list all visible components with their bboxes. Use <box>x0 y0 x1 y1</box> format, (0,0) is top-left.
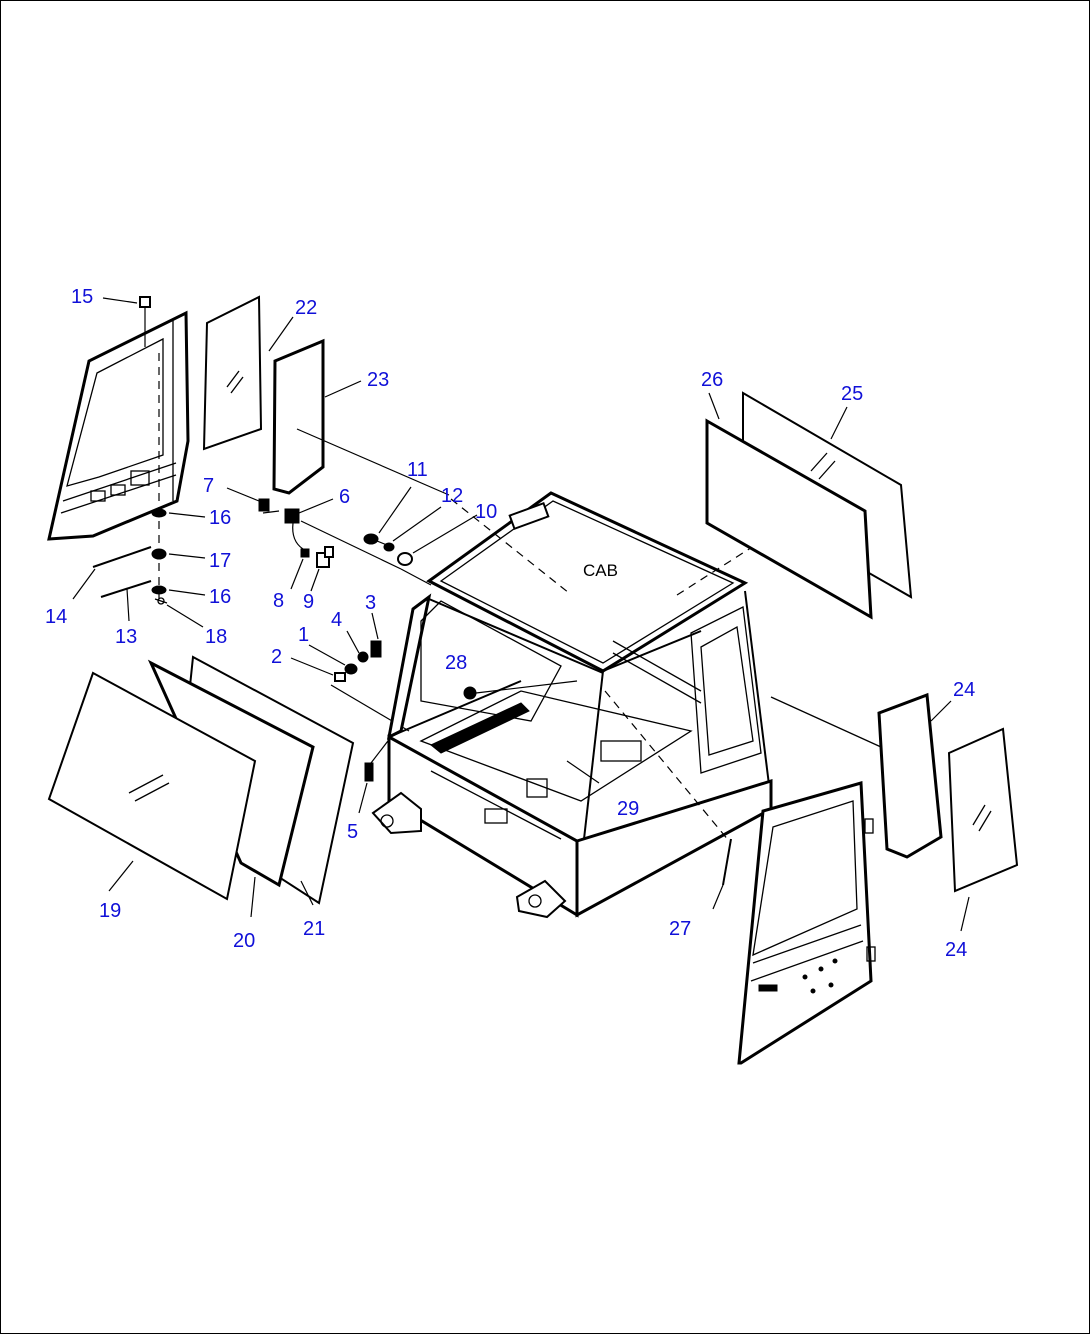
part-15-bolt <box>139 296 151 347</box>
part-12-washer <box>383 542 395 552</box>
part-9-bolt <box>316 546 334 568</box>
callout-5: 5 <box>347 821 358 843</box>
left-door <box>47 310 190 541</box>
part-26-glass <box>705 418 873 620</box>
part-2-clip <box>334 672 346 682</box>
right-door <box>737 781 876 1065</box>
leader-23 <box>268 316 294 352</box>
callout-21: 21 <box>303 918 325 940</box>
callout-26: 26 <box>701 369 723 391</box>
part-24-glass-upper <box>272 338 325 495</box>
callout-6: 6 <box>339 486 350 508</box>
callout-27: 27 <box>669 918 691 940</box>
callout-8: 8 <box>273 590 284 612</box>
part-18-clip <box>154 597 168 605</box>
cab-frame <box>371 491 882 919</box>
callout-20: 20 <box>233 930 255 952</box>
callout-7: 7 <box>203 475 214 497</box>
callout-11: 11 <box>407 459 428 481</box>
cab-label: CAB <box>583 561 618 580</box>
part-10-nut <box>397 552 413 566</box>
part-27-rod <box>712 838 732 910</box>
callout-12: 12 <box>441 485 463 507</box>
leader-15 <box>102 297 138 304</box>
part-24-glass-lower <box>877 692 943 859</box>
callout-1: 1 <box>298 624 309 646</box>
callout-25: 25 <box>841 383 863 405</box>
part-13-rod <box>100 580 152 598</box>
callout-3: 3 <box>365 592 376 614</box>
callout-28: 28 <box>445 652 467 674</box>
callout-13: 13 <box>115 626 137 648</box>
callout-19: 19 <box>99 900 121 922</box>
callout-10: 10 <box>475 501 497 523</box>
callout-18: 18 <box>205 626 227 648</box>
callout-24-upper: 23 <box>367 369 389 391</box>
callout-15: 15 <box>71 286 93 308</box>
part-1-nut <box>344 663 358 675</box>
callout-14: 14 <box>45 606 67 628</box>
leader-24a <box>324 380 362 398</box>
callout-2: 2 <box>271 646 282 668</box>
part-5-bolt <box>364 762 374 782</box>
callout-29: 29 <box>617 798 639 820</box>
part-3-bolt <box>370 640 382 658</box>
callout-22: 24 <box>945 939 967 961</box>
callout-16-upper: 16 <box>209 507 231 529</box>
leader-29 <box>566 760 600 784</box>
part-16-washer-upper <box>151 508 167 518</box>
part-4-washer <box>357 651 369 663</box>
part-16-washer-lower <box>151 585 167 595</box>
part-22-glass <box>947 727 1019 893</box>
callout-9: 9 <box>303 591 314 613</box>
part-11-bolt <box>363 533 388 546</box>
callout-17: 17 <box>209 550 231 572</box>
callout-24-lower: 24 <box>953 679 975 701</box>
callout-23: 22 <box>295 297 317 319</box>
part-7-bolt <box>258 498 280 514</box>
part-19-glass <box>47 671 257 901</box>
part-8-nut <box>300 548 310 558</box>
part-28-fitting <box>463 680 578 700</box>
callout-4: 4 <box>331 609 342 631</box>
part-6-bracket <box>284 508 304 550</box>
callout-16-lower: 16 <box>209 586 231 608</box>
part-17-spacer <box>151 548 167 560</box>
part-14-rod <box>92 546 152 568</box>
part-23-glass <box>202 295 263 451</box>
